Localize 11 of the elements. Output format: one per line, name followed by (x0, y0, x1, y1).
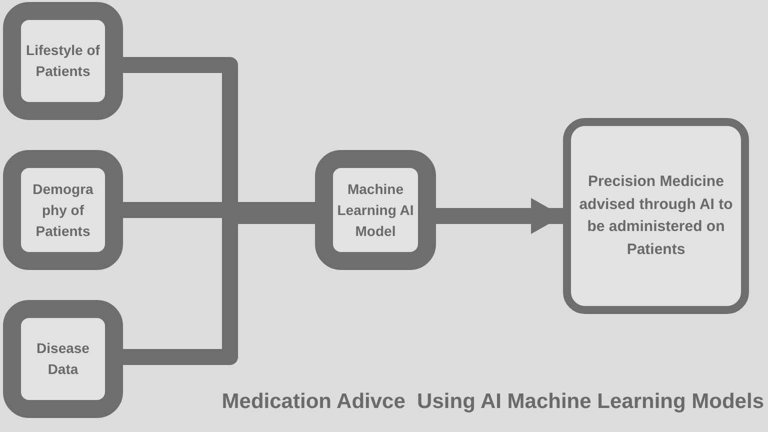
process-box (3, 2, 123, 120)
box-text: Lifestyle of Patients (25, 41, 101, 81)
caption: Medication Adivce Using AI Machine Learning Models (220, 390, 764, 414)
process-box (3, 300, 123, 418)
process-box (315, 150, 436, 270)
box-text: Demogra phy of Patients (32, 180, 94, 240)
process-box (563, 118, 749, 314)
box-text: Disease Data (36, 339, 90, 379)
process-box (3, 150, 123, 270)
box-text: Precision Medicine advised through AI to be administered on Patients (578, 172, 734, 260)
box-text: Machine Learning AI Model (336, 180, 415, 240)
